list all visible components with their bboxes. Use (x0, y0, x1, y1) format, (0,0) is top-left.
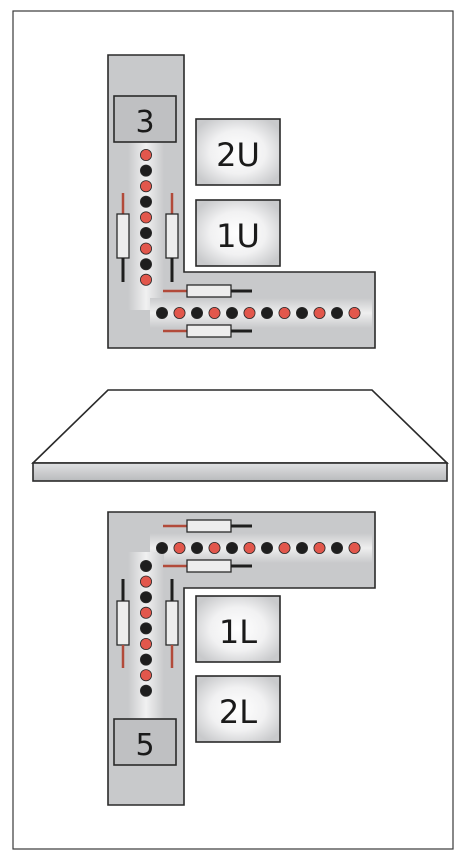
top-dot-vertical (139, 195, 152, 208)
top-dot-vertical (139, 242, 152, 255)
bottom-label-lower-text: 2L (219, 693, 257, 731)
top-dot-horizontal (313, 306, 326, 319)
top-dot-vertical (139, 258, 152, 271)
bottom-number-text: 5 (135, 728, 154, 763)
top-dot-horizontal (208, 306, 221, 319)
top-dot-horizontal (173, 306, 186, 319)
top-dot-horizontal (190, 306, 203, 319)
shelf (31, 389, 449, 482)
bottom-number-box (113, 718, 177, 766)
bottom-dot-vertical (139, 622, 152, 635)
top-label-lower-box (195, 199, 281, 267)
bottom-dot-horizontal (190, 542, 203, 555)
bottom-resistor-right (165, 579, 179, 668)
top-dot-vertical (139, 180, 152, 193)
top-dot-vertical (139, 164, 152, 177)
bottom-dot-horizontal (208, 542, 221, 555)
bottom-resistor-lower (163, 559, 252, 573)
top-label-lower-text: 1U (216, 217, 260, 255)
top-number-box (113, 95, 177, 143)
top-dot-horizontal (295, 306, 308, 319)
bottom-dot-vertical (139, 684, 152, 697)
bottom-dot-vertical (139, 560, 152, 573)
bottom-dot-array (139, 542, 361, 697)
bottom-dot-horizontal (225, 542, 238, 555)
top-panel: 3 2U 1U (107, 54, 376, 349)
top-dot-vertical (139, 148, 152, 161)
top-label-upper-text: 2U (216, 136, 260, 174)
top-dot-vertical (139, 211, 152, 224)
bottom-dot-vertical (139, 653, 152, 666)
shelf-top (31, 389, 449, 464)
top-resistor-lower (163, 324, 252, 338)
bottom-label-lower-box (195, 675, 281, 743)
bottom-resistor-upper (163, 519, 252, 533)
bottom-dot-horizontal (278, 542, 291, 555)
bottom-resistor-left (116, 579, 130, 668)
bottom-label-upper-text: 1L (219, 613, 257, 651)
top-dot-horizontal (278, 306, 291, 319)
bottom-dot-horizontal (173, 542, 186, 555)
shelf-base (32, 462, 448, 482)
top-dot-horizontal (330, 306, 343, 319)
bottom-dot-vertical (139, 669, 152, 682)
top-resistor-upper (163, 284, 252, 298)
top-dot-horizontal (155, 306, 168, 319)
top-dot-horizontal (225, 306, 238, 319)
bottom-dot-horizontal (155, 542, 168, 555)
bottom-dot-horizontal (260, 542, 273, 555)
top-dot-horizontal (260, 306, 273, 319)
top-dot-vertical (139, 273, 152, 286)
top-dot-vertical (139, 226, 152, 239)
outer-frame (12, 10, 454, 850)
bottom-dot-horizontal (313, 542, 326, 555)
top-dot-horizontal (348, 306, 361, 319)
bottom-dot-vertical (139, 575, 152, 588)
bottom-dot-vertical (139, 638, 152, 651)
bottom-label-upper-box (195, 595, 281, 663)
bottom-dot-horizontal (348, 542, 361, 555)
top-resistor-right (165, 193, 179, 282)
top-label-upper-box (195, 118, 281, 186)
top-dot-array (139, 148, 361, 319)
bottom-dot-vertical (139, 591, 152, 604)
top-dot-horizontal (243, 306, 256, 319)
top-number-text: 3 (135, 105, 154, 140)
bottom-panel: 1L 2L 5 (107, 511, 376, 806)
bottom-dot-horizontal (243, 542, 256, 555)
top-resistor-left (116, 193, 130, 282)
bottom-dot-vertical (139, 606, 152, 619)
bottom-dot-horizontal (330, 542, 343, 555)
bottom-dot-horizontal (295, 542, 308, 555)
